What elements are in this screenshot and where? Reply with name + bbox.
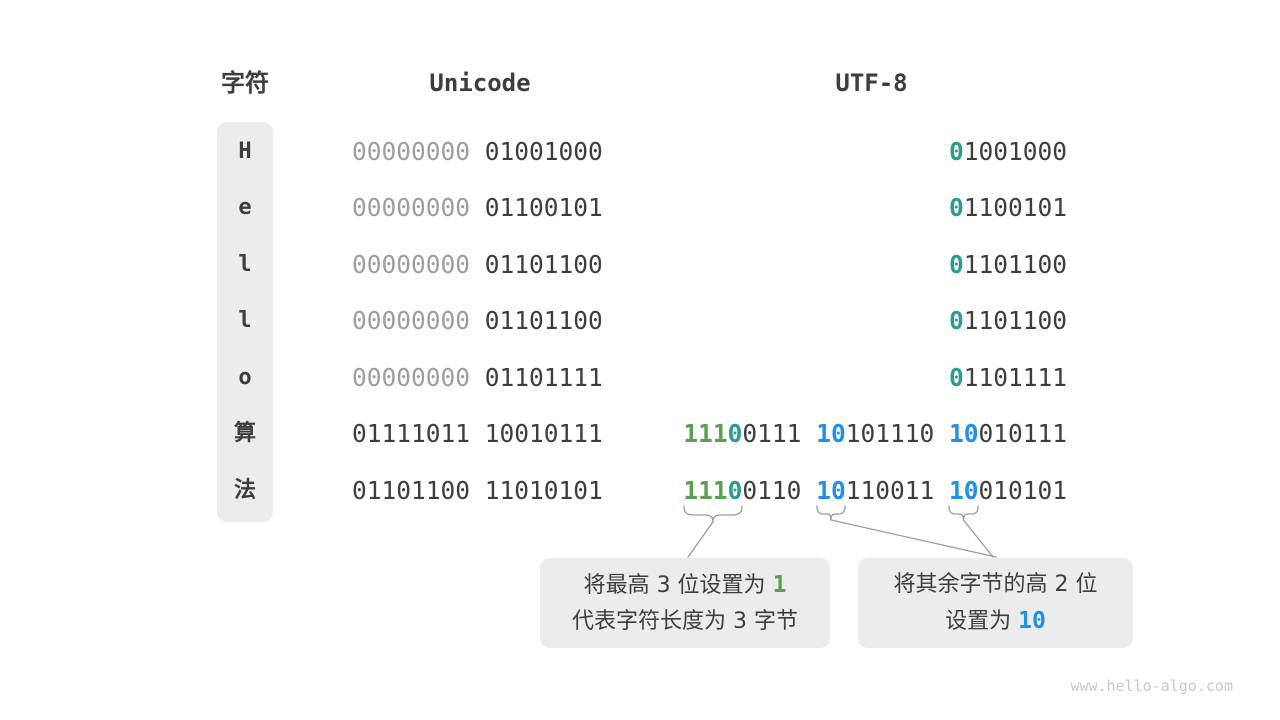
table-row: l 00000000 01101100 01101100 — [0, 293, 1280, 350]
connector-line — [830, 519, 997, 558]
table-row: l 00000000 01101100 01101100 — [0, 237, 1280, 294]
table-row: 算 01111011 10010111 11100111 10101110 10… — [0, 406, 1280, 463]
table-row: e 00000000 01100101 01100101 — [0, 180, 1280, 237]
column-header-unicode: Unicode — [429, 69, 531, 97]
char-column-background — [217, 122, 273, 522]
callout-text-line: 设置为 10 — [945, 607, 1046, 634]
unicode-binary: 00000000 01101111 — [352, 362, 603, 392]
callout-high-bits: 将最高 3 位设置为 1 代表字符长度为 3 字节 — [540, 558, 830, 648]
column-header-utf8: UTF-8 — [835, 69, 908, 97]
utf8-binary: 01101111 — [948, 362, 1067, 392]
char-cell: 算 — [233, 421, 256, 447]
watermark: www.hello-algo.com — [1070, 677, 1233, 695]
callout-text-line: 代表字符长度为 3 字节 — [572, 608, 798, 634]
callout-text-line: 将最高 3 位设置为 1 — [583, 571, 787, 598]
char-cell: l — [238, 308, 252, 334]
unicode-binary: 00000000 01001000 — [352, 136, 603, 166]
char-cell: o — [238, 364, 252, 390]
column-header-char: 字符 — [221, 69, 269, 97]
char-cell: l — [238, 251, 252, 277]
utf8-binary: 01100101 — [948, 193, 1067, 223]
table-row: 法 01101100 11010101 11100110 10110011 10… — [0, 463, 1280, 520]
callout-continuation-bits: 将其余字节的高 2 位 设置为 10 — [858, 558, 1133, 648]
connector-line — [687, 521, 714, 558]
callout-text-line: 将其余字节的高 2 位 — [893, 571, 1098, 597]
utf8-binary: 01001000 — [948, 136, 1067, 166]
char-cell: 法 — [233, 477, 256, 503]
unicode-binary: 01111011 10010111 — [352, 419, 603, 449]
char-cell: H — [238, 138, 252, 164]
unicode-binary: 00000000 01101100 — [352, 249, 603, 279]
unicode-binary: 01101100 11010101 — [352, 475, 603, 505]
unicode-binary: 00000000 01100101 — [352, 193, 603, 223]
table-row: o 00000000 01101111 01101111 — [0, 350, 1280, 407]
utf8-binary: 11100110 10110011 10010101 — [683, 475, 1067, 505]
char-cell: e — [238, 195, 252, 221]
utf8-binary: 01101100 — [948, 306, 1067, 336]
utf8-binary: 11100111 10101110 10010111 — [683, 419, 1067, 449]
table-row: H 00000000 01001000 01001000 — [0, 124, 1280, 181]
unicode-binary: 00000000 01101100 — [352, 306, 603, 336]
connector-line — [962, 519, 994, 558]
utf8-binary: 01101100 — [948, 249, 1067, 279]
